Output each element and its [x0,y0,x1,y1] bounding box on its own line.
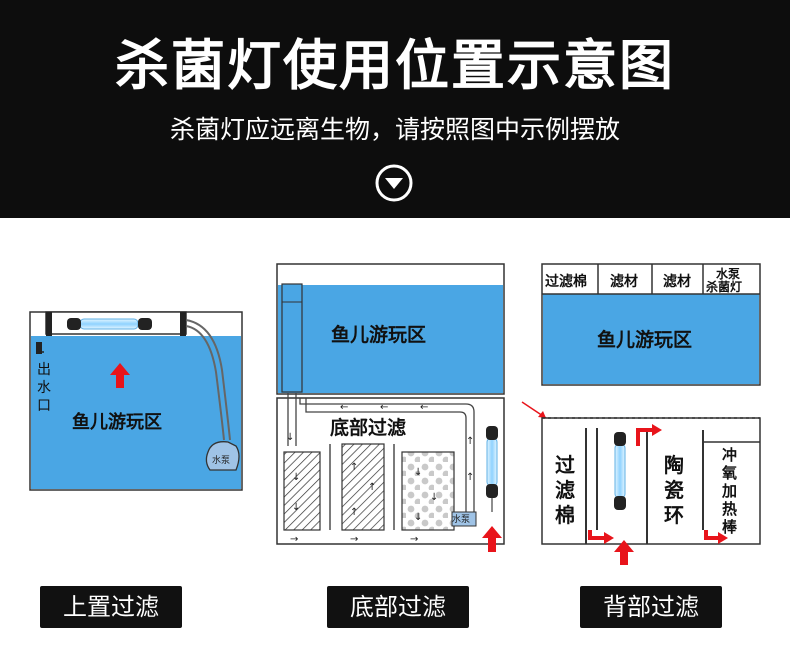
svg-text:↓: ↓ [292,502,300,513]
compartment-label: 滤材 [610,273,638,290]
svg-text:→: → [410,534,418,545]
uv-lamp-icon [67,318,152,330]
svg-text:氧: 氧 [721,464,737,482]
zone-label: 鱼儿游玩区 [597,328,692,351]
svg-text:↓: ↓ [292,472,300,483]
zone-label: 鱼儿游玩区 [331,323,426,346]
svg-text:水泵: 水泵 [452,513,470,525]
filter-media-dots [401,451,455,531]
bottom-filter-diagram: 鱼儿游玩区 ← ← ← ↑ ↑ ↓ 底部过滤 ↓ ↓ ↑ ↑ ↑ ↓ ↓ ↓ → → → 水泵 [276,263,505,552]
uv-lamp-icon [614,432,626,510]
chevron-down-icon[interactable] [374,163,414,203]
compartment-label: 杀菌灯 [706,279,742,294]
svg-text:↑: ↑ [350,462,358,473]
svg-text:滤: 滤 [555,478,575,502]
flow-arrow-icon [604,532,614,544]
label-bottom-filter: 底部过滤 [327,586,469,628]
compartment-label: 水泵 [716,266,740,281]
svg-text:←: ← [420,402,428,413]
column-label: 过 [555,453,575,477]
page-subtitle: 杀菌灯应远离生物，请按照图中示例摆放 [169,115,620,144]
svg-text:水泵: 水泵 [212,454,230,466]
svg-text:↓: ↓ [430,492,438,503]
svg-text:加: 加 [721,482,737,500]
svg-text:→: → [290,534,298,545]
outlet-label: 出 [37,362,51,378]
back-filter-diagram: 过滤棉 滤材 滤材 水泵 杀菌灯 鱼儿游玩区 过 滤 棉 陶 瓷 环 冲 氧 加… [521,263,761,565]
tank-water [543,294,759,384]
filter-media-hatched [283,451,321,531]
up-arrow-icon [482,526,502,552]
compartment-label: 过滤棉 [545,273,587,290]
svg-text:↑: ↑ [368,482,376,493]
svg-text:↑: ↑ [466,472,474,483]
sump-title: 底部过滤 [330,416,406,439]
svg-text:水: 水 [37,380,51,396]
svg-text:→: → [350,534,358,545]
uv-lamp-icon [486,426,498,512]
filter-media-hatched [341,443,385,531]
svg-text:环: 环 [664,503,684,527]
back-filter-box [541,417,761,545]
label-back-filter: 背部过滤 [580,586,722,628]
svg-text:热: 热 [722,500,737,518]
up-arrow-icon [110,363,130,388]
svg-text:棒: 棒 [722,518,738,536]
top-filter-diagram: 出 水 口 鱼儿游玩区 水泵 [29,311,243,491]
tank-water [31,336,241,489]
svg-text:瓷: 瓷 [664,478,684,502]
svg-text:口: 口 [37,398,51,414]
svg-text:↑: ↑ [350,507,358,518]
pump-icon [205,441,240,471]
header-banner: 杀菌灯使用位置示意图 杀菌灯应远离生物，请按照图中示例摆放 [0,0,790,218]
label-top-filter: 上置过滤 [40,586,182,628]
column-label: 陶 [664,453,684,477]
svg-text:←: ← [380,402,388,413]
pump-icon [451,511,477,527]
column-label: 冲 [722,446,737,464]
svg-text:↓: ↓ [414,467,422,478]
svg-text:↓: ↓ [414,512,422,523]
svg-text:↑: ↑ [466,436,474,447]
svg-text:↓: ↓ [286,432,294,443]
flow-arrow-icon [718,532,728,544]
svg-text:←: ← [340,402,348,413]
up-arrow-icon [614,540,634,565]
zone-label: 鱼儿游玩区 [72,411,162,433]
flow-arrow-icon [652,424,662,436]
page-title: 杀菌灯使用位置示意图 [115,34,675,97]
tank-water [278,285,503,393]
compartment-label: 滤材 [663,273,691,290]
svg-text:棉: 棉 [555,503,575,527]
